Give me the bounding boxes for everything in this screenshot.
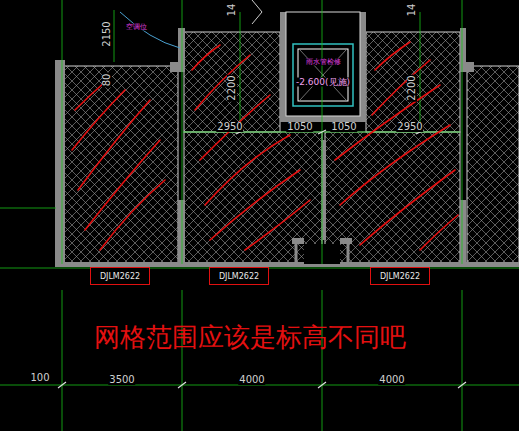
room-note: 空调位: [125, 24, 148, 31]
dimension-text: 3500: [108, 375, 135, 385]
dimension-text: 2200: [227, 74, 237, 101]
dimension-text: 14: [407, 3, 417, 18]
elevation-text: -2.600(见施): [295, 78, 351, 87]
dimension-text: 2950: [216, 122, 243, 132]
dimension-text: 2200: [407, 74, 417, 101]
dimension-text: 2150: [102, 20, 112, 47]
annotation-note: 网格范围应该是标高不同吧: [94, 324, 406, 350]
door-tag: DJLM2622: [219, 272, 259, 281]
shaft-note: 雨水管检修: [305, 59, 342, 66]
dimension-text: 80: [102, 73, 112, 88]
dimension-text: 1050: [330, 122, 357, 132]
dimension-text: 100: [29, 373, 50, 383]
door-tag: DJLM2622: [100, 272, 140, 281]
dimension-text: 2950: [396, 122, 423, 132]
door-tag: DJLM2622: [380, 272, 420, 281]
dimension-text: 4000: [238, 375, 265, 385]
dimension-text: 14: [227, 3, 237, 18]
door-tag-box: DJLM2622: [370, 267, 430, 285]
dimension-text: 1050: [286, 122, 313, 132]
dimension-text: 4000: [378, 375, 405, 385]
door-tag-box: DJLM2622: [90, 267, 150, 285]
door-tag-box: DJLM2622: [209, 267, 269, 285]
